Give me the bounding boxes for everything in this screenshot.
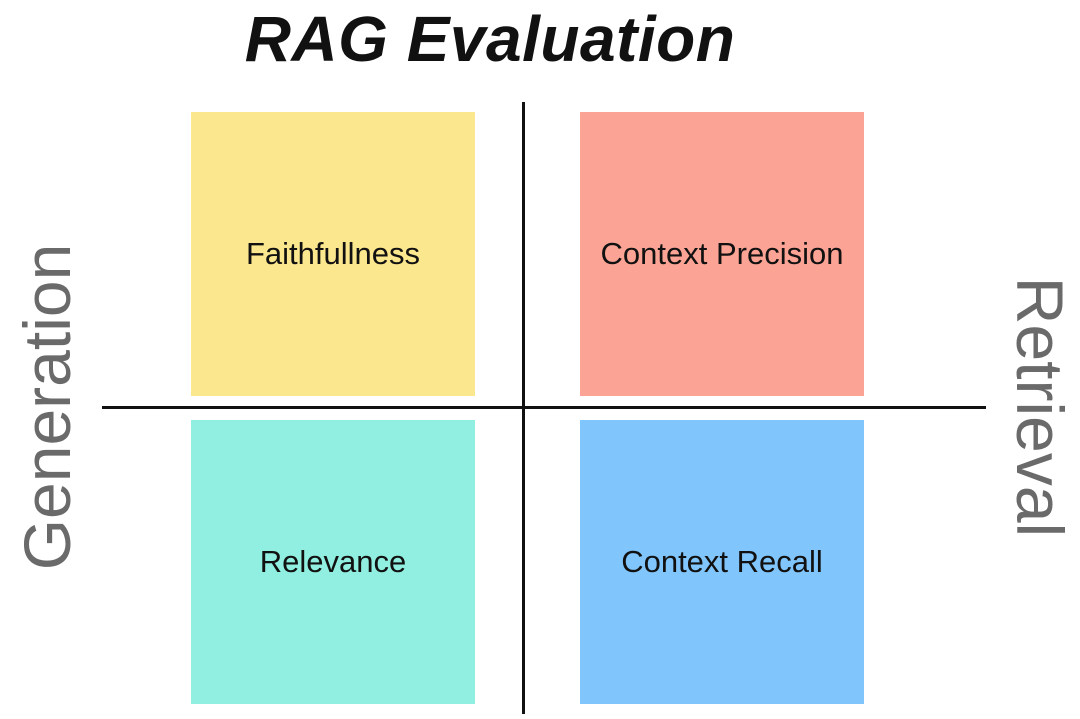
horizontal-axis-line <box>102 406 986 409</box>
quadrant-faithfulness: Faithfullness <box>191 112 475 396</box>
quadrant-context-precision: Context Precision <box>580 112 864 396</box>
quadrant-context-precision-label: Context Precision <box>600 236 844 271</box>
quadrant-context-recall-label: Context Recall <box>621 544 823 579</box>
quadrant-faithfulness-label: Faithfullness <box>245 236 421 271</box>
retrieval-axis-label: Retrieval <box>1003 276 1077 538</box>
diagram-title: RAG Evaluation <box>244 3 736 75</box>
quadrant-context-recall: Context Recall <box>580 420 864 704</box>
quadrant-relevance-label: Relevance <box>259 544 407 579</box>
quadrant-relevance: Relevance <box>191 420 475 704</box>
generation-axis-label: Generation <box>10 243 84 571</box>
